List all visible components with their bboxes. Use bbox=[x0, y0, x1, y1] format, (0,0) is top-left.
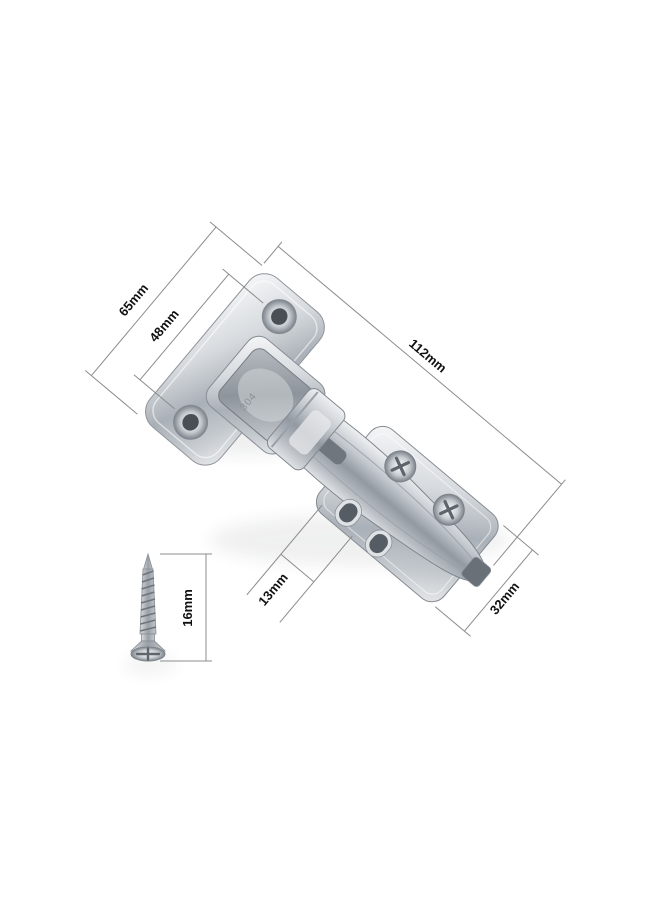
dimension-16mm: 16mm bbox=[160, 553, 212, 662]
phillips-cross-icon bbox=[390, 456, 411, 477]
arm-end-clip bbox=[461, 556, 492, 587]
arm-spine-bottom bbox=[305, 449, 469, 574]
base-plate-slot-2 bbox=[364, 529, 393, 558]
base-plate-slot-1 bbox=[334, 498, 362, 527]
screw-threads bbox=[139, 570, 157, 632]
dimension-label-65mm: 65mm bbox=[116, 281, 152, 319]
screw-tip bbox=[142, 552, 154, 572]
knuckle-highlight bbox=[289, 410, 331, 455]
dimension-label-16mm: 16mm bbox=[180, 589, 195, 627]
adjusting-screw-1 bbox=[384, 450, 417, 483]
dimension-label-112mm: 112mm bbox=[406, 336, 449, 376]
hinge-knuckle bbox=[266, 388, 346, 471]
adjusting-screw-2 bbox=[432, 493, 465, 526]
hinge-pin bbox=[270, 391, 319, 448]
screw-collar bbox=[141, 633, 155, 642]
screw-illustration bbox=[130, 552, 166, 662]
dimension-label-48mm: 48mm bbox=[146, 306, 182, 344]
dimension-label-13mm: 13mm bbox=[255, 570, 291, 608]
hinge: 304 bbox=[84, 221, 566, 637]
hinge-arm bbox=[291, 410, 492, 587]
countersunk-hole-top bbox=[261, 299, 297, 335]
arm-spine-top bbox=[326, 424, 477, 565]
cup-highlight bbox=[237, 368, 294, 422]
phillips-cross-icon bbox=[439, 499, 459, 520]
phillips-cross-icon bbox=[135, 647, 161, 661]
countersunk-hole-bottom bbox=[173, 404, 209, 440]
